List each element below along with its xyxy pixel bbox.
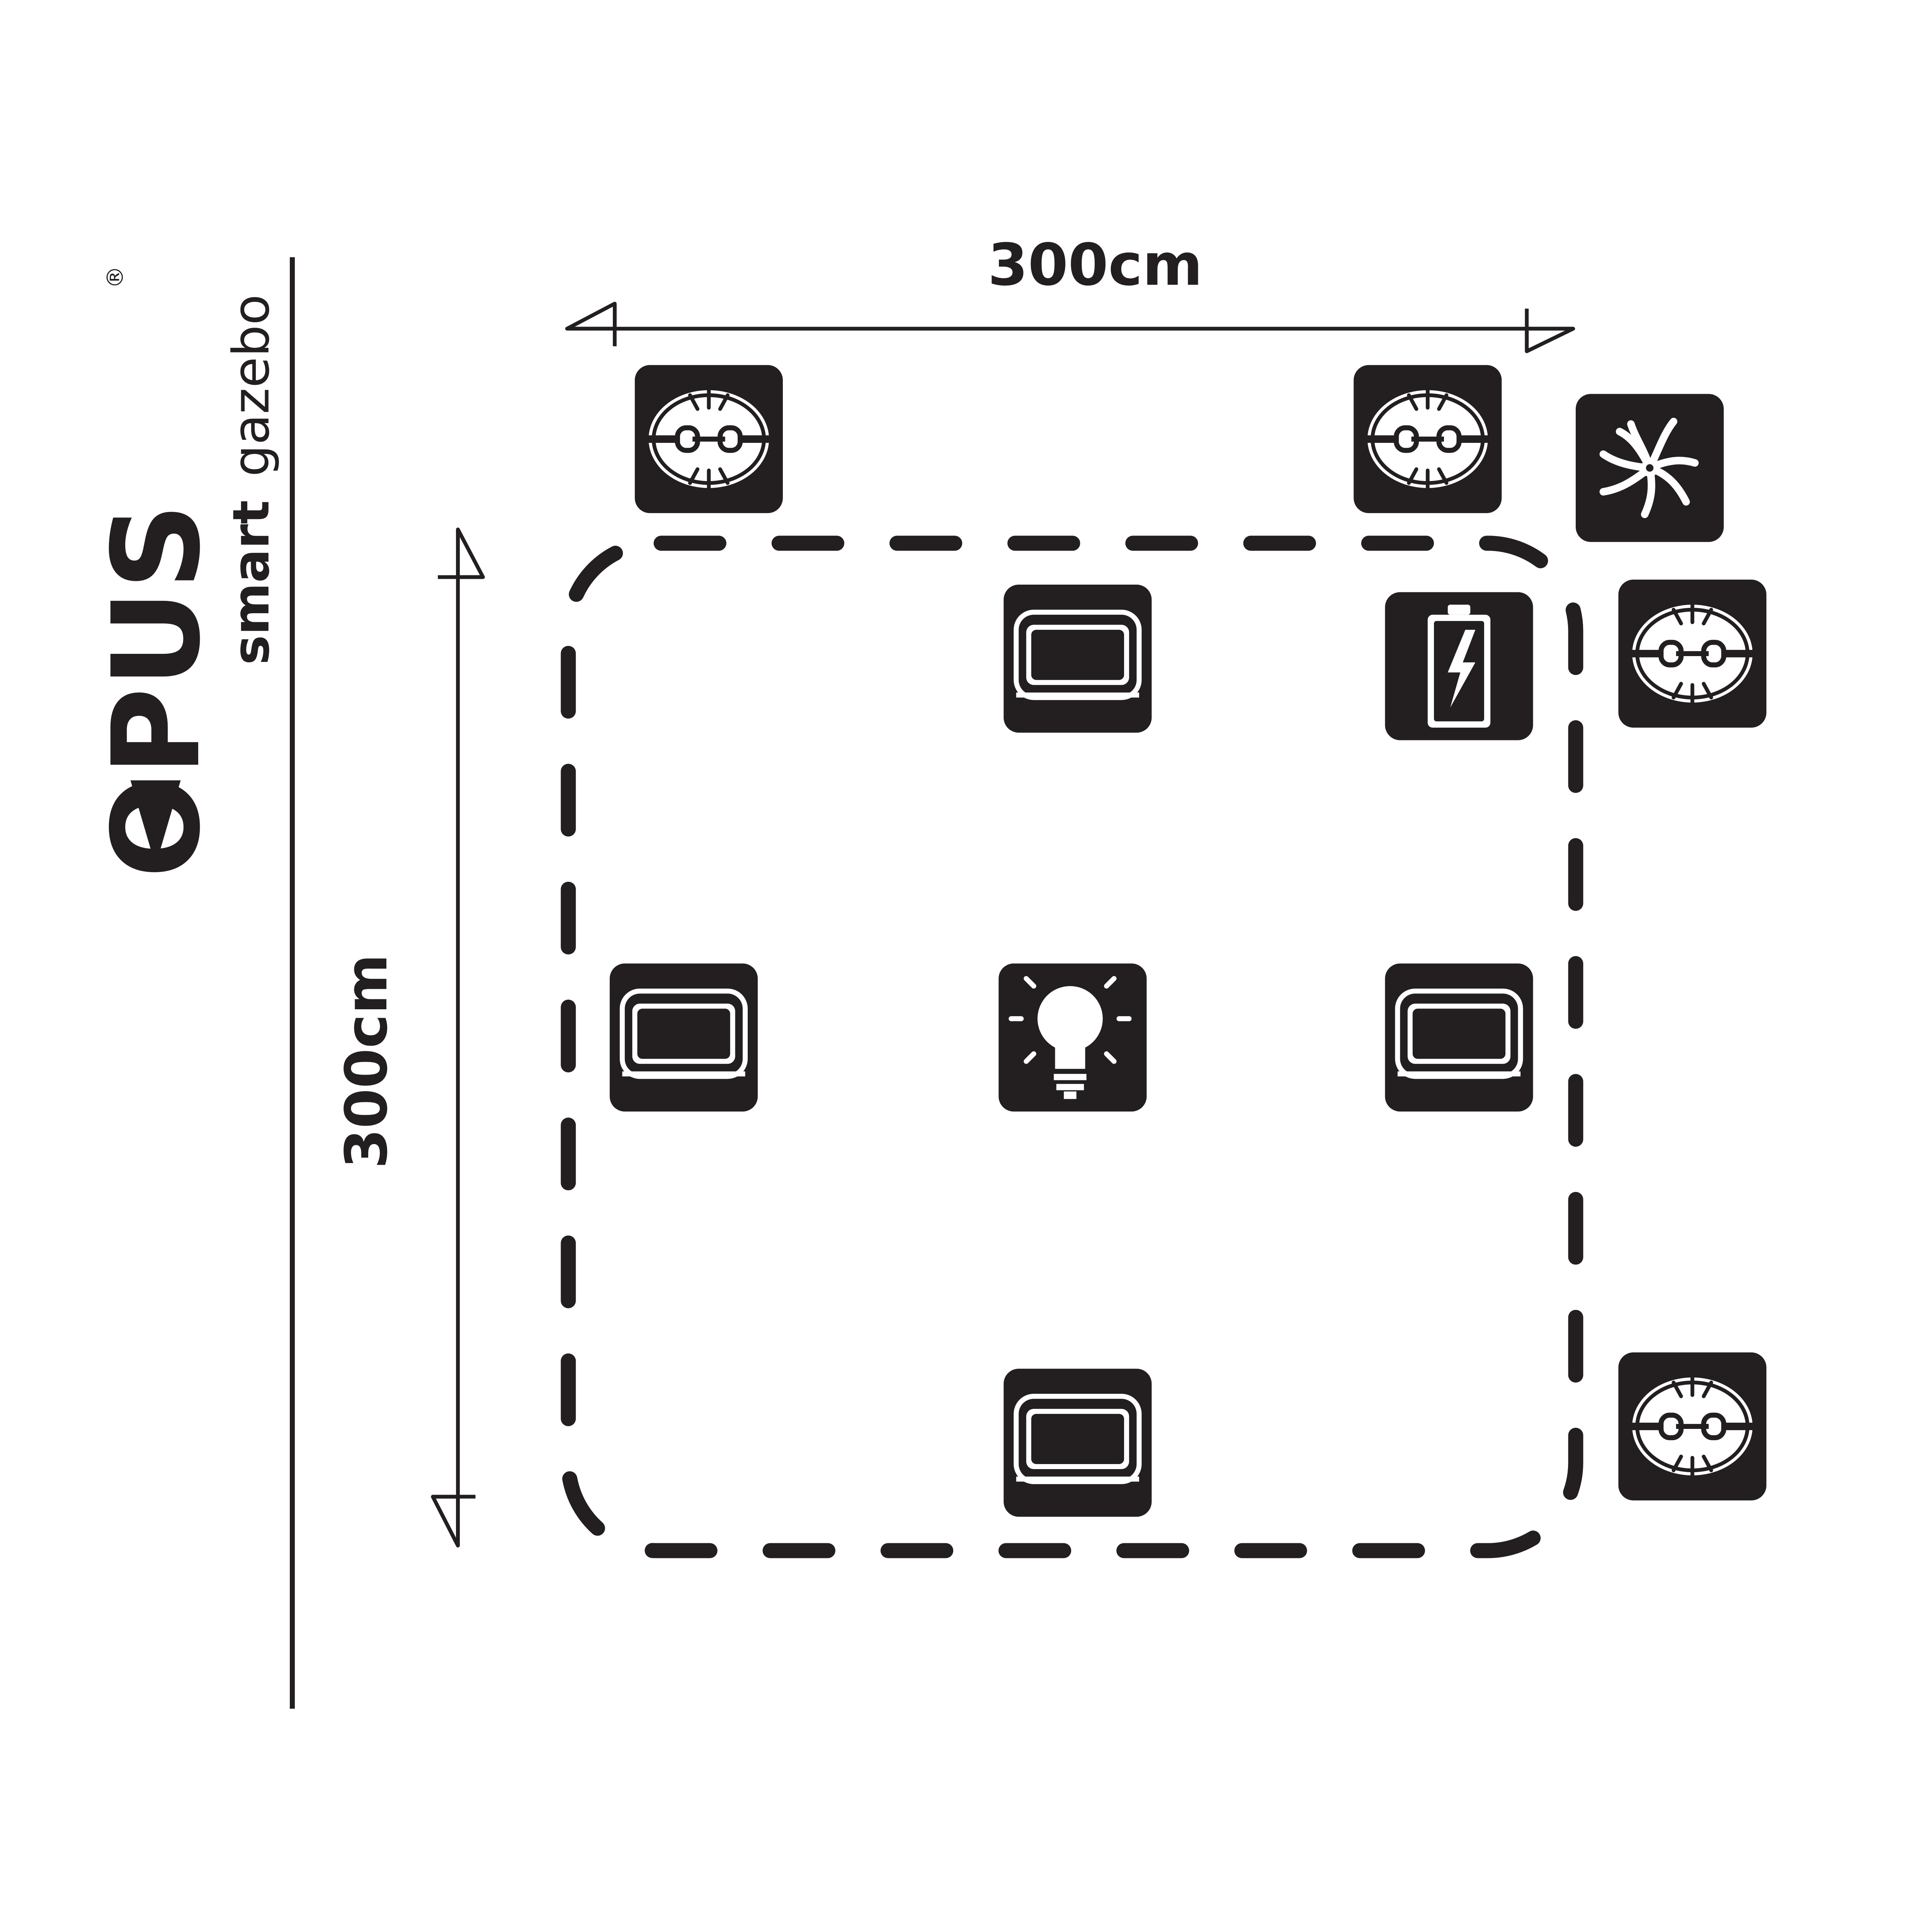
depth-label: 300cm bbox=[333, 954, 400, 1169]
battery-icon bbox=[1385, 592, 1533, 740]
registered-mark: ® bbox=[102, 266, 128, 288]
screen-panel-icon bbox=[1003, 585, 1151, 733]
heater-icon bbox=[1618, 1352, 1766, 1500]
width-dimension-arrow bbox=[565, 301, 1575, 353]
product-name-light: gazebo bbox=[222, 294, 281, 477]
screen-panel-icon bbox=[610, 964, 758, 1112]
width-label: 300cm bbox=[988, 231, 1202, 299]
screen-panel-icon bbox=[1385, 964, 1533, 1112]
product-name: smart gazebo bbox=[222, 294, 281, 665]
heater-icon bbox=[1618, 580, 1766, 728]
svg-text:smart gazebo: smart gazebo bbox=[222, 294, 281, 665]
product-name-bold: smart bbox=[222, 500, 281, 665]
light-bulb-icon bbox=[998, 964, 1146, 1112]
fan-icon bbox=[1576, 394, 1724, 542]
depth-label-group: 300cm bbox=[333, 954, 400, 1169]
depth-dimension-arrow bbox=[431, 527, 485, 1548]
gazebo-outline bbox=[561, 536, 1583, 1558]
logo-arrow-icon bbox=[130, 780, 181, 866]
heater-icon bbox=[1354, 365, 1502, 513]
screen-panel-icon bbox=[1003, 1369, 1151, 1517]
heater-icon bbox=[635, 365, 783, 513]
